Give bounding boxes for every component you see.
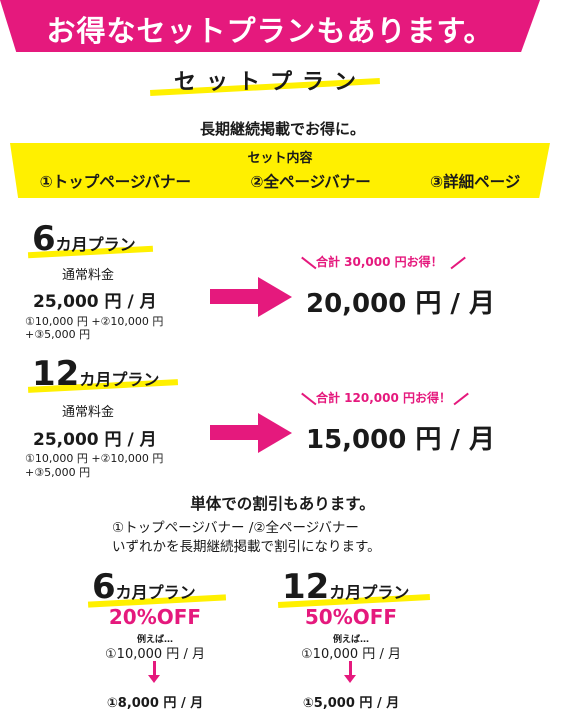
accent-slash — [301, 392, 317, 405]
regular-price: 25,000 円 / 月 — [33, 430, 157, 450]
set-plan-title: セットプラン — [173, 70, 366, 95]
arrow-right-icon — [210, 425, 260, 440]
arrow-down-icon — [153, 661, 156, 675]
discount-rate: 50%OFF — [304, 605, 398, 629]
set-item: ③詳細ページ — [430, 173, 521, 191]
arrow-right-icon — [258, 413, 292, 453]
header-banner — [0, 0, 540, 52]
accent-slash — [450, 256, 466, 269]
desc-line: ①トップページバナー /②全ページバナー — [112, 520, 359, 536]
plan-months: 6 — [92, 567, 116, 607]
plan-suffix: カ月プラン — [79, 370, 160, 389]
arrow-down-icon — [349, 661, 352, 675]
single-discount-desc: ①トップページバナー /②全ページバナー いずれかを長期継続掲載で割引になります… — [112, 519, 381, 557]
set-item: ①トップページバナー — [39, 173, 192, 191]
set-item: ②全ページバナー — [250, 173, 371, 191]
discounted-price: ①8,000 円 / 月 — [106, 696, 204, 711]
example-label: 例えば… — [332, 635, 369, 645]
plan-suffix: カ月プラン — [115, 583, 196, 602]
set-plan-subtitle: 長期継続掲載でお得に。 — [199, 120, 365, 138]
plan-months: 6 — [32, 219, 56, 259]
accent-slash — [453, 392, 469, 405]
discount-rate: 20%OFF — [108, 605, 202, 629]
price-breakdown: +③5,000 円 — [25, 328, 91, 341]
example-price: ①10,000 円 / 月 — [105, 647, 205, 662]
set-price: 15,000 円 / 月 — [306, 425, 495, 455]
price-breakdown: ①10,000 円 +②10,000 円 — [25, 452, 164, 465]
price-breakdown: ①10,000 円 +②10,000 円 — [25, 315, 164, 328]
plan-heading: 12カ月プラン — [32, 357, 159, 391]
set-contents-box — [10, 143, 550, 198]
desc-line: いずれかを長期継続掲載で割引になります。 — [112, 539, 381, 555]
arrow-right-icon — [210, 289, 260, 304]
arrow-down-icon — [148, 675, 160, 683]
set-contents-items: ①トップページバナー ②全ページバナー ③詳細ページ — [10, 170, 550, 194]
example-price: ①10,000 円 / 月 — [301, 647, 401, 662]
plan-suffix: カ月プラン — [329, 583, 410, 602]
arrow-down-icon — [344, 675, 356, 683]
single-plan-heading: 12カ月プラン — [282, 570, 409, 604]
plan-months: 12 — [282, 567, 330, 607]
example-label: 例えば… — [136, 635, 173, 645]
plan-heading: 6カ月プラン — [32, 222, 136, 256]
plan-suffix: カ月プラン — [55, 235, 136, 254]
regular-price: 25,000 円 / 月 — [33, 292, 157, 312]
single-discount-title: 単体での割引もあります。 — [190, 495, 375, 513]
arrow-right-icon — [258, 277, 292, 317]
savings-text: 合計 120,000 円お得！ — [316, 391, 452, 405]
discounted-price: ①5,000 円 / 月 — [302, 696, 400, 711]
regular-price-label: 通常料金 — [62, 405, 115, 420]
page-title: お得なセットプランもあります。 — [46, 14, 494, 48]
set-contents-label: セット内容 — [247, 151, 313, 166]
set-price: 20,000 円 / 月 — [306, 289, 495, 319]
accent-slash — [301, 256, 317, 269]
regular-price-label: 通常料金 — [62, 268, 115, 283]
savings-text: 合計 30,000 円お得！ — [316, 255, 443, 269]
single-plan-heading: 6カ月プラン — [92, 570, 196, 604]
plan-months: 12 — [32, 354, 80, 394]
price-breakdown: +③5,000 円 — [25, 466, 91, 479]
